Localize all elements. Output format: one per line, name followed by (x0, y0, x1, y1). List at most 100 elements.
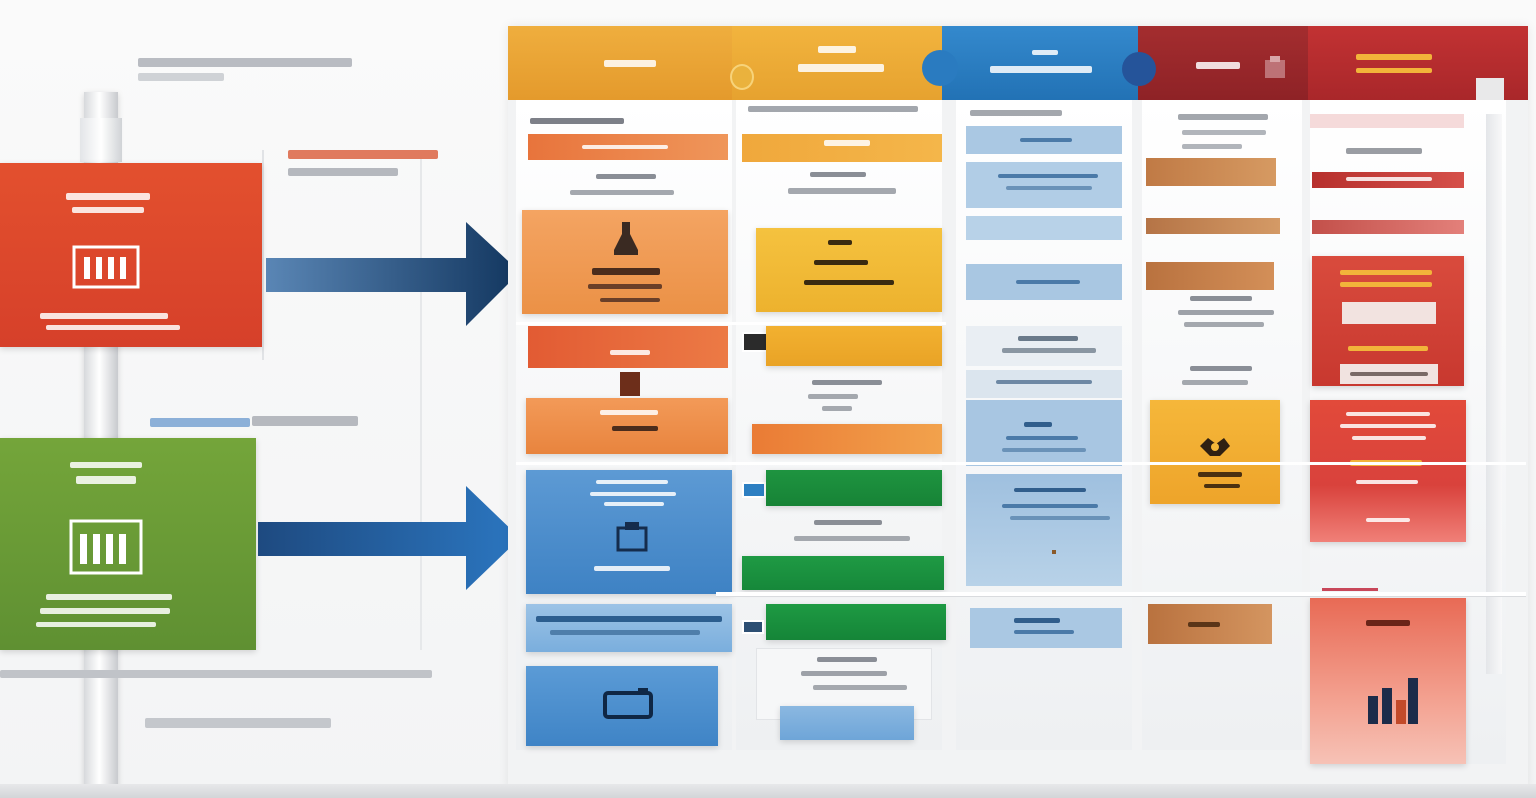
board-edge (1486, 114, 1502, 674)
header-connector (922, 50, 958, 86)
green-sign (0, 438, 256, 650)
col4-row (1146, 218, 1280, 234)
arrow-right-icon (258, 486, 520, 590)
left-footer-line (145, 718, 331, 728)
col1-step-strip (528, 326, 728, 368)
person-icon (614, 222, 638, 255)
green-sign-title (76, 476, 136, 484)
board-divider (716, 592, 1526, 596)
col2-caption (822, 406, 852, 411)
col1-card-4 (526, 604, 732, 652)
column-header-2 (732, 26, 942, 100)
header-connector (1122, 52, 1156, 86)
col2-caption (814, 520, 882, 525)
col4-row (1146, 262, 1274, 290)
building-icon (72, 245, 140, 289)
col4-row (1146, 158, 1276, 186)
signpost-cap (80, 118, 122, 162)
column-header-label (1356, 54, 1432, 60)
col2-caption (788, 188, 896, 194)
left-header-line (138, 73, 224, 81)
monitor-icon (603, 688, 653, 719)
green-sign-caption (36, 622, 156, 627)
col2-card-3 (742, 556, 944, 590)
col2-caption (748, 106, 918, 112)
column-header-tab (1476, 78, 1504, 102)
col1-card-5 (526, 666, 718, 746)
board-divider (516, 462, 1526, 465)
col3-caption (970, 110, 1062, 116)
column-4 (1142, 100, 1302, 750)
col1-step-strip (528, 134, 728, 160)
green-sign-note (252, 416, 358, 426)
col3-row (966, 326, 1122, 366)
col2-caption (808, 394, 858, 399)
red-sign (0, 163, 262, 347)
col2-caption (810, 172, 866, 177)
column-header-label (818, 46, 856, 53)
board-divider (516, 322, 946, 325)
col3-row (966, 162, 1122, 208)
column-header-3 (942, 26, 1138, 100)
col5-caption (1346, 148, 1422, 154)
col2-marker (742, 482, 766, 498)
column-header-label (1032, 50, 1058, 55)
column-header-label (990, 66, 1092, 73)
col4-caption (1184, 322, 1264, 327)
col3-row (966, 126, 1122, 154)
column-3 (956, 100, 1132, 750)
col2-step-strip (752, 424, 942, 454)
column-header-label (1196, 62, 1240, 69)
left-header-line (138, 58, 352, 67)
column-1 (516, 100, 732, 750)
green-sign-caption (46, 594, 172, 600)
col4-caption (1178, 310, 1274, 315)
col1-card-2 (526, 398, 728, 454)
col4-caption (1190, 366, 1252, 371)
col5-row (1312, 220, 1464, 234)
red-sign-note (288, 150, 438, 159)
frame-line (262, 150, 264, 360)
col2-caption (812, 380, 882, 385)
header-connector (730, 64, 754, 90)
col2-marker (742, 332, 768, 352)
left-footer-line (0, 670, 432, 678)
col1-caption (530, 118, 624, 124)
col2-card-2 (766, 470, 942, 506)
column-header-4 (1138, 26, 1308, 100)
col4-caption (1182, 130, 1266, 135)
green-sign-title (70, 462, 142, 468)
bar-chart-icon (1368, 678, 1418, 724)
col1-card-3 (526, 470, 732, 594)
col1-marker (620, 372, 640, 396)
col5-card-2 (1310, 400, 1466, 542)
board-divider (1322, 588, 1378, 591)
col3-row (966, 216, 1122, 240)
col5-row (1310, 114, 1464, 128)
board-bottom (0, 784, 1536, 798)
red-sign-caption (46, 325, 180, 330)
col2-card-4 (766, 604, 946, 640)
frame-line (420, 150, 422, 650)
col2-card-5 (780, 706, 914, 740)
col4-caption (1182, 144, 1242, 149)
col3-row (966, 264, 1122, 300)
clipboard-icon (1265, 56, 1285, 78)
col2-marker (742, 620, 764, 634)
col4-card-1 (1150, 400, 1280, 504)
col1-caption (570, 190, 674, 195)
col5-card-1 (1312, 256, 1464, 386)
col5-row (1312, 172, 1464, 188)
col4-caption (1190, 296, 1252, 301)
col2-caption (794, 536, 910, 541)
column-header-5 (1308, 26, 1528, 102)
col2-step-strip (742, 134, 942, 162)
factory-icon (69, 519, 143, 575)
col4-caption (1178, 114, 1268, 120)
col1-card-1 (522, 210, 728, 314)
col2-step-strip (766, 326, 942, 366)
red-sign-title (66, 193, 150, 200)
red-sign-note (288, 168, 398, 176)
column-header-label (1356, 68, 1432, 73)
col5-card-3 (1310, 598, 1466, 764)
